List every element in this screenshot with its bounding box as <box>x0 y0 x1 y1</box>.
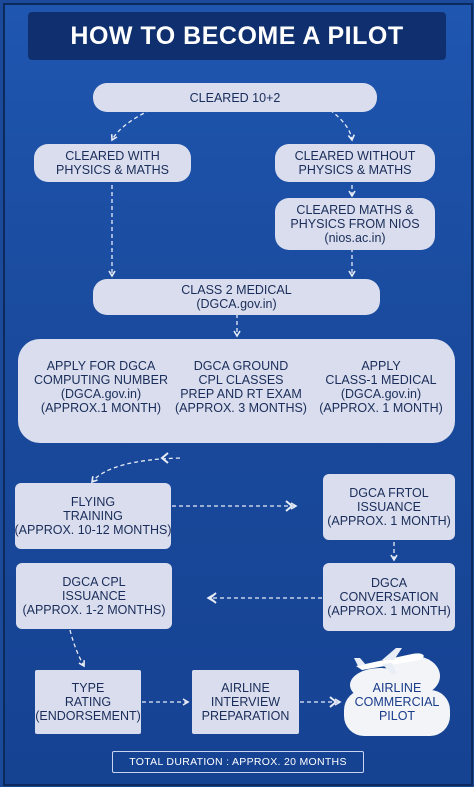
node-type-rating: TYPE RATING (ENDORSEMENT) <box>35 670 141 734</box>
node-dgca-steps-row: APPLY FOR DGCA COMPUTING NUMBER (DGCA.go… <box>18 339 455 443</box>
node-frtol-issuance: DGCA FRTOL ISSUANCE (APPROX. 1 MONTH) <box>323 474 455 540</box>
node-airline-commercial-pilot: AIRLINE COMMERCIAL PILOT <box>354 681 440 723</box>
page-title: HOW TO BECOME A PILOT <box>70 22 404 50</box>
node-cpl-issuance: DGCA CPL ISSUANCE (APPROX. 1-2 MONTHS) <box>16 563 172 629</box>
node-flying-training: FLYING TRAINING (APPROX. 10-12 MONTHS) <box>15 483 172 549</box>
node-nios: CLEARED MATHS & PHYSICS FROM NIOS (nios.… <box>275 198 435 250</box>
total-duration: TOTAL DURATION : APPROX. 20 MONTHS <box>112 751 364 773</box>
node-dgca-conversation: DGCA CONVERSATION (APPROX. 1 MONTH) <box>323 563 455 631</box>
airplane-icon <box>354 648 424 674</box>
node-class-1-medical: APPLY CLASS-1 MEDICAL (DGCA.gov.in) (APP… <box>319 359 443 415</box>
node-computing-number: APPLY FOR DGCA COMPUTING NUMBER (DGCA.go… <box>33 359 169 415</box>
title-banner: HOW TO BECOME A PILOT <box>28 12 446 60</box>
node-cleared-without-physics: CLEARED WITHOUT PHYSICS & MATHS <box>275 144 435 182</box>
node-class-2-medical: CLASS 2 MEDICAL (DGCA.gov.in) <box>93 279 380 315</box>
node-ground-classes: DGCA GROUND CPL CLASSES PREP AND RT EXAM… <box>175 359 307 415</box>
node-cleared-10-2: CLEARED 10+2 <box>93 83 377 112</box>
node-cleared-with-physics: CLEARED WITH PHYSICS & MATHS <box>34 144 191 182</box>
node-airline-interview: AIRLINE INTERVIEW PREPARATION <box>192 670 299 734</box>
